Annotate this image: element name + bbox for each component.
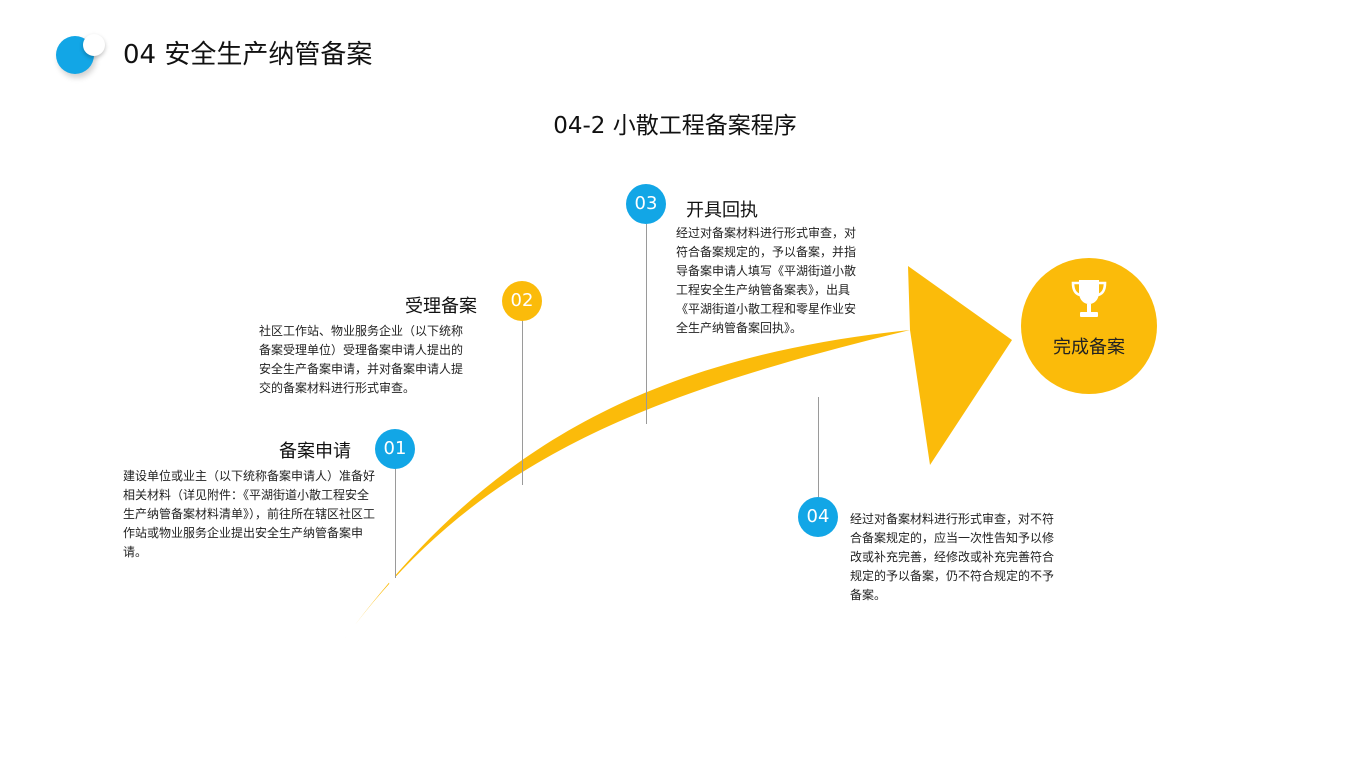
timeline-dot-4: [804, 369, 832, 397]
step-title-03: 开具回执: [686, 200, 758, 221]
timeline-dot-2: [513, 483, 531, 501]
connector-line-3: [646, 224, 647, 424]
step-description-01: 建设单位或业主（以下统称备案申请人）准备好相关材料（详见附件：《平湖街道小散工程…: [123, 469, 376, 559]
connector-line-4: [818, 397, 819, 497]
step-title-02: 受理备案: [405, 296, 477, 317]
header-logo-icon: [56, 34, 105, 74]
connector-line-1: [395, 468, 396, 578]
step-badge-02: 02: [502, 281, 542, 321]
timeline-dot-1: [389, 576, 401, 588]
step-title-01: 备案申请: [279, 441, 351, 462]
step-badge-04: 04: [798, 497, 838, 537]
step-badge-01: 01: [375, 429, 415, 469]
step-badge-03: 03: [626, 184, 666, 224]
arrow-body: [345, 266, 1012, 638]
step-description-04: 经过对备案材料进行形式审查，对不符合备案规定的，应当一次性告知予以修改或补充完善…: [850, 512, 1055, 602]
connector-line-2: [522, 320, 523, 485]
timeline-dot-3: [635, 424, 657, 446]
finish-label: 完成备案: [1053, 337, 1125, 358]
page-title: 04 安全生产纳管备案: [123, 40, 373, 70]
trophy-icon: [1071, 280, 1107, 317]
finish-circle: 完成备案: [1021, 258, 1157, 394]
step-description-02: 社区工作站、物业服务企业（以下统称备案受理单位）受理备案申请人提出的安全生产备案…: [259, 324, 464, 395]
step-description-03: 经过对备案材料进行形式审查，对符合备案规定的，予以备案，并指导备案申请人填写《平…: [676, 226, 857, 335]
section-subtitle: 04-2 小散工程备案程序: [553, 113, 797, 139]
